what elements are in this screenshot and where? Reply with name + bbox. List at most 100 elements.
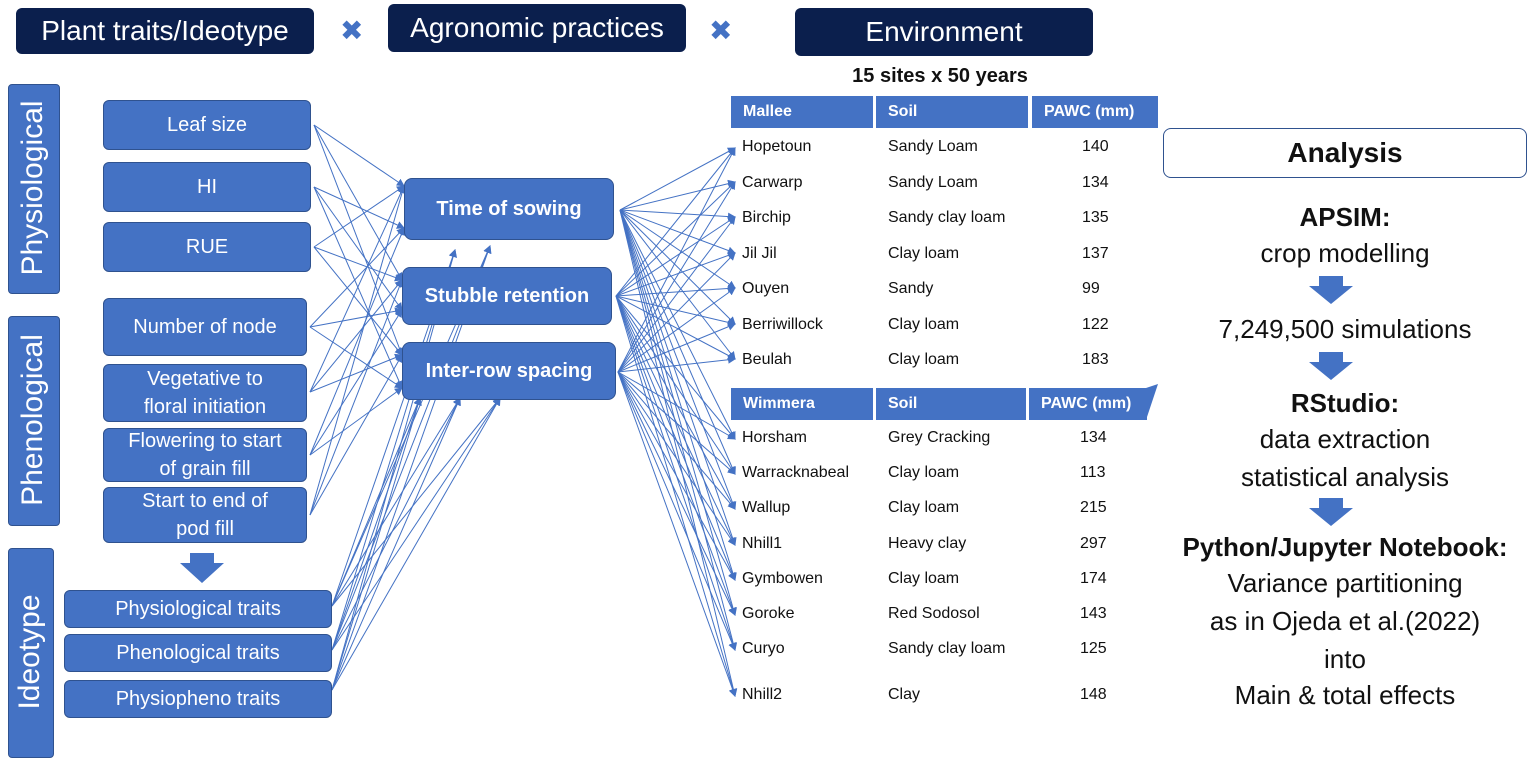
trait-flowering-line1: Flowering to start (128, 430, 282, 452)
down-arrow-icon (1309, 352, 1353, 380)
down-arrow-icon (1309, 276, 1353, 304)
connection-arrow (309, 185, 406, 516)
connection-arrow (313, 246, 403, 282)
connection-arrow (619, 209, 737, 510)
connection-arrow (617, 216, 736, 373)
mallee-header-pawc: PAWC (mm) (1032, 96, 1158, 128)
mallee-soil-cell: Clay loam (888, 244, 960, 262)
ideotype-physiopheno: Physiopheno traits (64, 680, 332, 718)
connection-arrow (617, 371, 736, 510)
connection-arrow (615, 295, 737, 616)
trait-number-of-node: Number of node (103, 298, 307, 356)
connection-arrow (331, 397, 461, 691)
mallee-site-cell: Beulah (742, 351, 792, 368)
analysis-title: Analysis (1287, 137, 1403, 168)
connection-arrow (615, 295, 736, 440)
connection-arrow (331, 397, 461, 651)
python-text-2: as in Ojeda et al.(2022) (1209, 606, 1481, 636)
mallee-pawc-cell: 137 (1082, 244, 1109, 262)
ideotype-physiopheno-label: Physiopheno traits (115, 688, 281, 710)
wimmera-pawc-cell: 134 (1080, 429, 1107, 446)
category-phenological-label: Phenological (16, 334, 49, 506)
connection-arrow (309, 309, 403, 456)
connection-arrow (617, 371, 736, 546)
multiply-icon: ✖ (709, 15, 733, 46)
mallee-soil-cell: Clay loam (888, 315, 960, 333)
header-environment-label: Environment (865, 16, 1023, 47)
mallee-site-cell: Berriwillock (742, 315, 823, 333)
trait-hi: HI (103, 162, 311, 212)
trait-vegetative-line2: floral initiation (143, 396, 267, 418)
wimmera-site-cell: Warracknabeal (742, 464, 850, 481)
connection-arrow (619, 209, 736, 221)
wimmera-soil-cell: Red Sodosol (888, 605, 980, 622)
wimmera-soil-cell: Grey Cracking (888, 429, 991, 446)
connection-arrow (619, 209, 736, 325)
connection-arrow (615, 147, 736, 297)
mallee-pawc-cell: 140 (1082, 138, 1109, 155)
connection-arrow (619, 209, 736, 440)
trait-leaf-size-label: Leaf size (166, 114, 248, 136)
category-ideotype (8, 548, 54, 758)
connection-arrow (309, 185, 405, 393)
trait-flowering-line2: of grain fill (159, 458, 251, 480)
connection-arrow (313, 186, 403, 311)
connection-arrow (313, 185, 405, 248)
category-physiological (8, 84, 60, 294)
connection-arrow (615, 295, 736, 510)
ideotype-phenological: Phenological traits (64, 634, 332, 672)
mallee-soil-cell: Sandy Loam (888, 173, 978, 191)
connection-arrow (617, 371, 736, 440)
connection-arrow (331, 397, 461, 607)
wimmera-site-cell: Horsham (742, 429, 807, 446)
connection-arrow (309, 307, 403, 328)
category-phenological (8, 316, 60, 526)
connection-arrow (617, 371, 736, 475)
trait-start-end-line1: Start to end of (142, 490, 268, 512)
mallee-soil-cell: Sandy clay loam (888, 209, 1006, 226)
connection-arrow (313, 124, 403, 281)
practice-inter-row-spacing-label: Inter-row spacing (425, 359, 593, 382)
analysis-title-box: Analysis (1163, 128, 1527, 178)
trait-leaf-size: Leaf size (103, 100, 311, 150)
header-environment: Environment (795, 8, 1093, 56)
trait-flowering-to-grain-fill: Flowering to start of grain fill (103, 428, 307, 482)
connection-arrow (309, 227, 405, 328)
connection-arrow (617, 287, 736, 373)
practice-stubble-retention: Stubble retention (402, 267, 612, 325)
connection-arrow (331, 397, 421, 607)
mallee-site-cell: Jil Jil (742, 244, 777, 262)
connection-arrow (615, 295, 736, 327)
trait-rue: RUE (103, 222, 311, 272)
trait-vegetative-line1: Vegetative to (147, 368, 263, 390)
simulations-count: 7,249,500 simulations (1218, 314, 1472, 344)
trait-vegetative-to-floral: Vegetative to floral initiation (103, 364, 307, 422)
wimmera-site-cell: Nhill2 (742, 686, 783, 703)
connection-arrow (615, 295, 737, 697)
apsim-label: APSIM: (1299, 202, 1391, 232)
trait-number-of-node-label: Number of node (133, 316, 277, 338)
connection-arrow (619, 209, 736, 289)
connection-arrow (309, 279, 403, 393)
connection-arrow (619, 209, 736, 255)
connection-arrow (331, 397, 501, 691)
apsim-text: crop modelling (1260, 238, 1430, 268)
down-arrow-icon (180, 553, 224, 583)
connection-arrow (619, 209, 737, 616)
wimmera-site-cell: Gymbowen (742, 570, 823, 587)
connection-arrow (617, 371, 736, 651)
practice-stubble-retention-label: Stubble retention (424, 284, 590, 307)
down-arrow-icon (1309, 498, 1353, 526)
connection-arrow (615, 284, 736, 297)
mallee-pawc-cell: 134 (1082, 173, 1109, 191)
wimmera-header-tab-icon (1146, 384, 1158, 420)
connection-arrow (309, 353, 403, 393)
python-text-4: Main & total effects (1234, 680, 1456, 710)
wimmera-pawc-cell: 113 (1080, 464, 1106, 481)
mallee-site-cell: Carwarp (742, 173, 803, 191)
mallee-site-cell: Hopetoun (742, 138, 812, 155)
connection-arrow (309, 387, 403, 456)
header-plant-traits: Plant traits/Ideotype (16, 8, 314, 54)
rstudio-text-2: statistical analysis (1240, 462, 1450, 492)
connection-arrow (615, 295, 737, 651)
